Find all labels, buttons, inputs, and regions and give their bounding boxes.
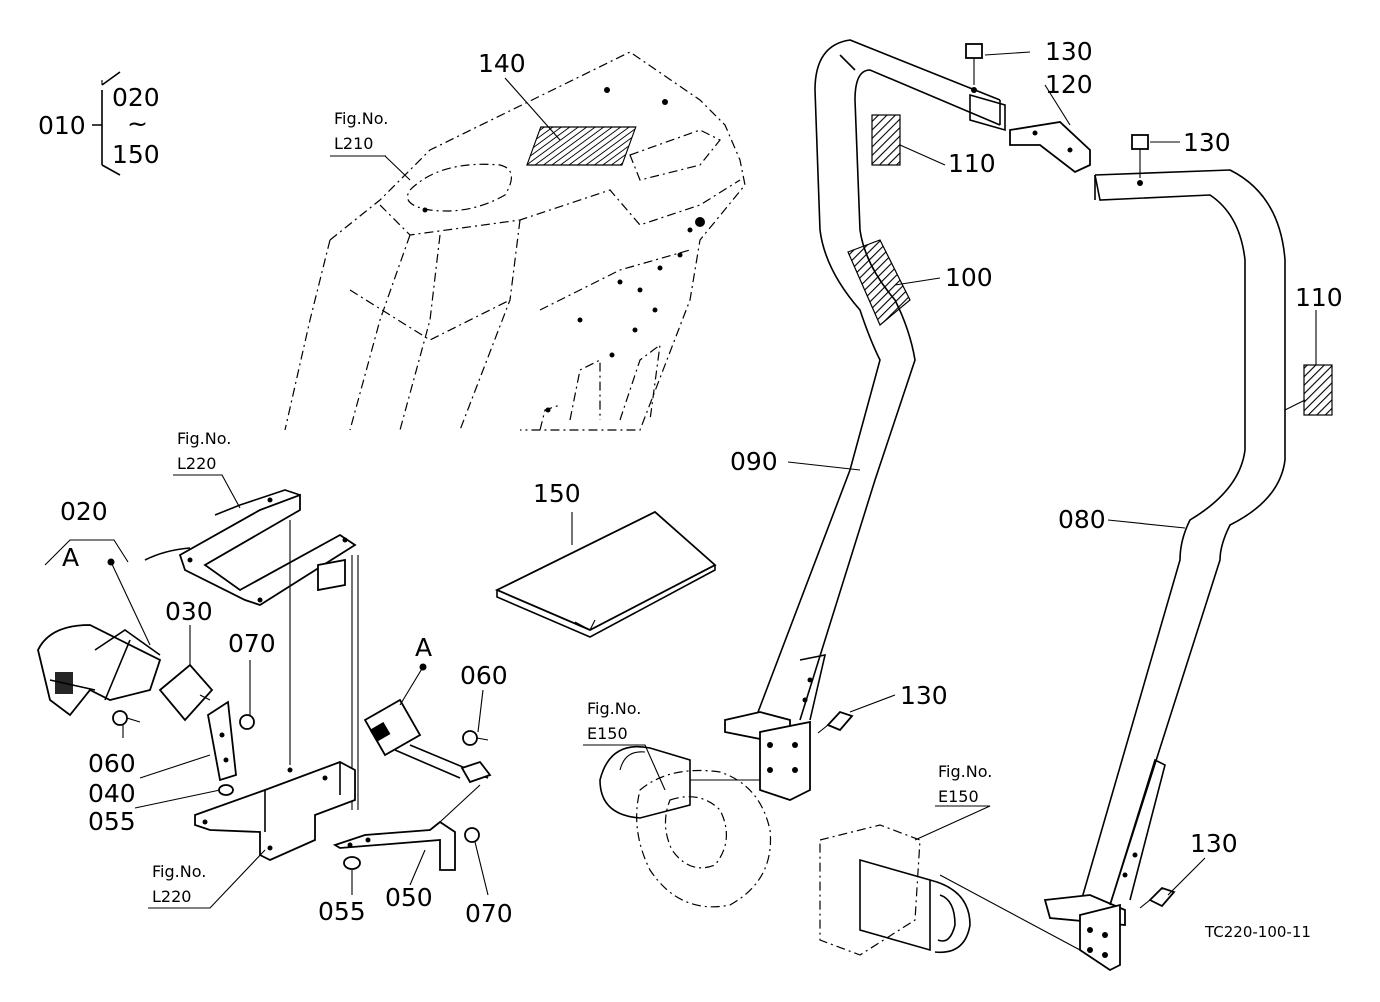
nut-070-right — [464, 827, 480, 843]
axle-housing-right — [819, 824, 1081, 956]
fig-ref-underlines — [148, 155, 990, 909]
detail-marker-a-right: A — [415, 633, 432, 662]
decal-100-shape — [847, 239, 911, 326]
label-055-right: 055 — [318, 897, 366, 926]
bolt-130-lower — [817, 710, 854, 734]
label-150-range: 150 — [112, 140, 160, 169]
label-050: 050 — [385, 883, 433, 912]
label-055-left: 055 — [88, 807, 136, 836]
label-110-left: 110 — [948, 149, 996, 178]
buckle-arm-050 — [332, 784, 481, 871]
svg-text:Fig.No.: Fig.No. — [177, 429, 231, 448]
bolt-130-bottom — [1139, 886, 1176, 909]
svg-text:Fig.No.: Fig.No. — [152, 862, 206, 881]
plate-040 — [207, 700, 237, 782]
axle-housing-left — [599, 746, 772, 908]
label-130-top: 130 — [1045, 37, 1093, 66]
label-070-left: 070 — [228, 629, 276, 658]
fig-ref-l210: Fig.No. L210 — [334, 109, 388, 153]
range-tilde: ~ — [127, 109, 148, 138]
label-130-lower: 130 — [900, 681, 948, 710]
fig-ref-l220-bottom: Fig.No. L220 — [152, 862, 206, 906]
bracket-120 — [1009, 121, 1091, 174]
svg-text:E150: E150 — [587, 724, 628, 743]
label-150: 150 — [533, 479, 581, 508]
label-060-right: 060 — [460, 661, 508, 690]
svg-text:Fig.No.: Fig.No. — [938, 762, 992, 781]
washer-055-left — [218, 784, 234, 796]
decal-110-right-shape — [1303, 364, 1333, 416]
fig-ref-e150-left: Fig.No. E150 — [587, 699, 641, 743]
bolt-130-mid — [1131, 134, 1149, 186]
label-030: 030 — [165, 597, 213, 626]
cover-030 — [158, 663, 214, 722]
seat-belt-retractor-020 — [37, 624, 162, 717]
nut-070-left — [239, 714, 255, 730]
svg-text:E150: E150 — [938, 787, 979, 806]
label-140: 140 — [478, 49, 526, 78]
detail-marker-a-left: A — [62, 543, 79, 572]
rops-frame-090 — [724, 39, 1006, 801]
label-100: 100 — [945, 263, 993, 292]
label-090: 090 — [730, 447, 778, 476]
label-010: 010 — [38, 111, 86, 140]
bolt-130-top — [965, 43, 983, 93]
label-020-range: 020 — [112, 83, 160, 112]
label-120: 120 — [1045, 70, 1093, 99]
diagram-code: TC220-100-11 — [1204, 923, 1311, 941]
bolt-060-right — [462, 730, 489, 746]
fig-ref-l220-top: Fig.No. L220 — [177, 429, 231, 473]
rops-frame-080 — [1043, 169, 1333, 972]
label-020: 020 — [60, 497, 108, 526]
svg-text:L220: L220 — [177, 454, 216, 473]
bolt-060-left — [112, 710, 141, 726]
range-callout: 010 020 ~ 150 — [38, 83, 160, 169]
decal-110-left-shape — [871, 114, 901, 166]
svg-text:Fig.No.: Fig.No. — [334, 109, 388, 128]
label-040: 040 — [88, 779, 136, 808]
label-110-right: 110 — [1295, 283, 1343, 312]
svg-text:L210: L210 — [334, 134, 373, 153]
belt-base-bracket — [194, 761, 356, 861]
svg-text:L220: L220 — [152, 887, 191, 906]
fender-outline — [284, 51, 746, 431]
label-080: 080 — [1058, 505, 1106, 534]
part-labels: 140 130 120 130 110 100 110 090 080 150 … — [60, 37, 1343, 928]
leader-lines — [44, 51, 1317, 909]
belt-buckle — [363, 698, 492, 784]
fig-ref-e150-right: Fig.No. E150 — [938, 762, 992, 806]
label-060-left: 060 — [88, 749, 136, 778]
label-130-bottom: 130 — [1190, 829, 1238, 858]
label-130-mid: 130 — [1183, 128, 1231, 157]
decal-140-shape — [526, 126, 637, 166]
svg-text:Fig.No.: Fig.No. — [587, 699, 641, 718]
washer-055-right — [343, 856, 361, 870]
label-070-right: 070 — [465, 899, 513, 928]
manual-150 — [494, 510, 717, 638]
